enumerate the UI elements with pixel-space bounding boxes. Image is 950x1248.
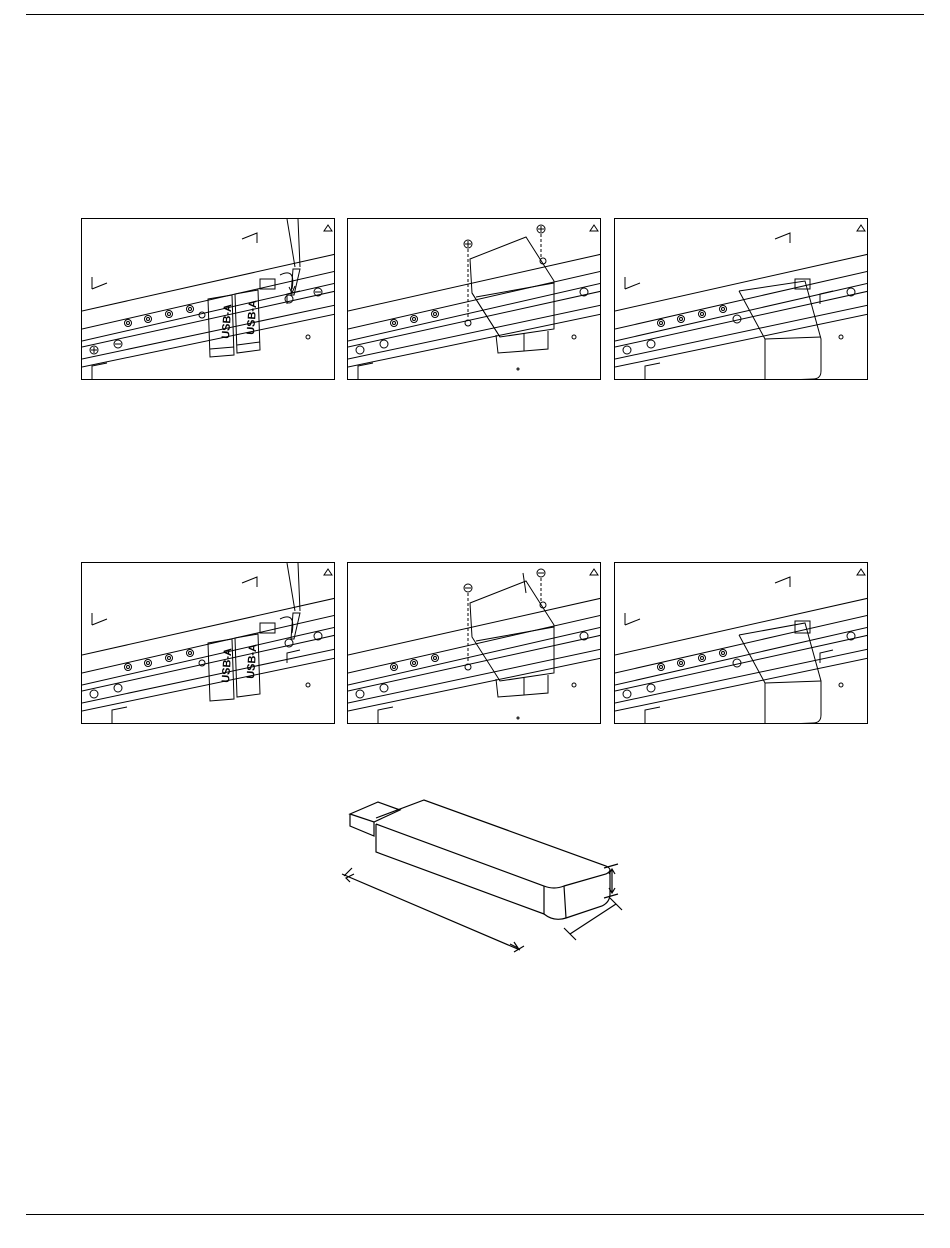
- step-2-illustration: [348, 219, 601, 380]
- step-3-illustration: [615, 219, 868, 380]
- step-2b-illustration: [348, 563, 601, 724]
- usb-stick-illustration: [338, 782, 628, 954]
- usb-a-label-left: USB-A: [220, 304, 234, 340]
- usb-a-label-left-b: USB-A: [220, 648, 234, 684]
- figure-step-2-attach-cover: [347, 218, 601, 380]
- figure-step-2b-attach-cover: [347, 562, 601, 724]
- figure-step-3-covered: [614, 218, 868, 380]
- header-rule: [26, 14, 924, 15]
- usb-a-label-right-b: USB-A: [245, 644, 259, 680]
- figure-step-1-remove-screw: USB-A USB-A: [81, 218, 335, 380]
- step-1b-illustration: USB-A USB-A: [82, 563, 335, 724]
- usb-a-label-right: USB-A: [245, 300, 259, 336]
- step-1-illustration: USB-A USB-A: [82, 219, 335, 380]
- figure-step-3b-covered: [614, 562, 868, 724]
- figure-step-1b-remove-screw: USB-A USB-A: [81, 562, 335, 724]
- usb-stick-dimension-drawing: [338, 782, 628, 954]
- footer-rule: [26, 1214, 924, 1215]
- step-3b-illustration: [615, 563, 868, 724]
